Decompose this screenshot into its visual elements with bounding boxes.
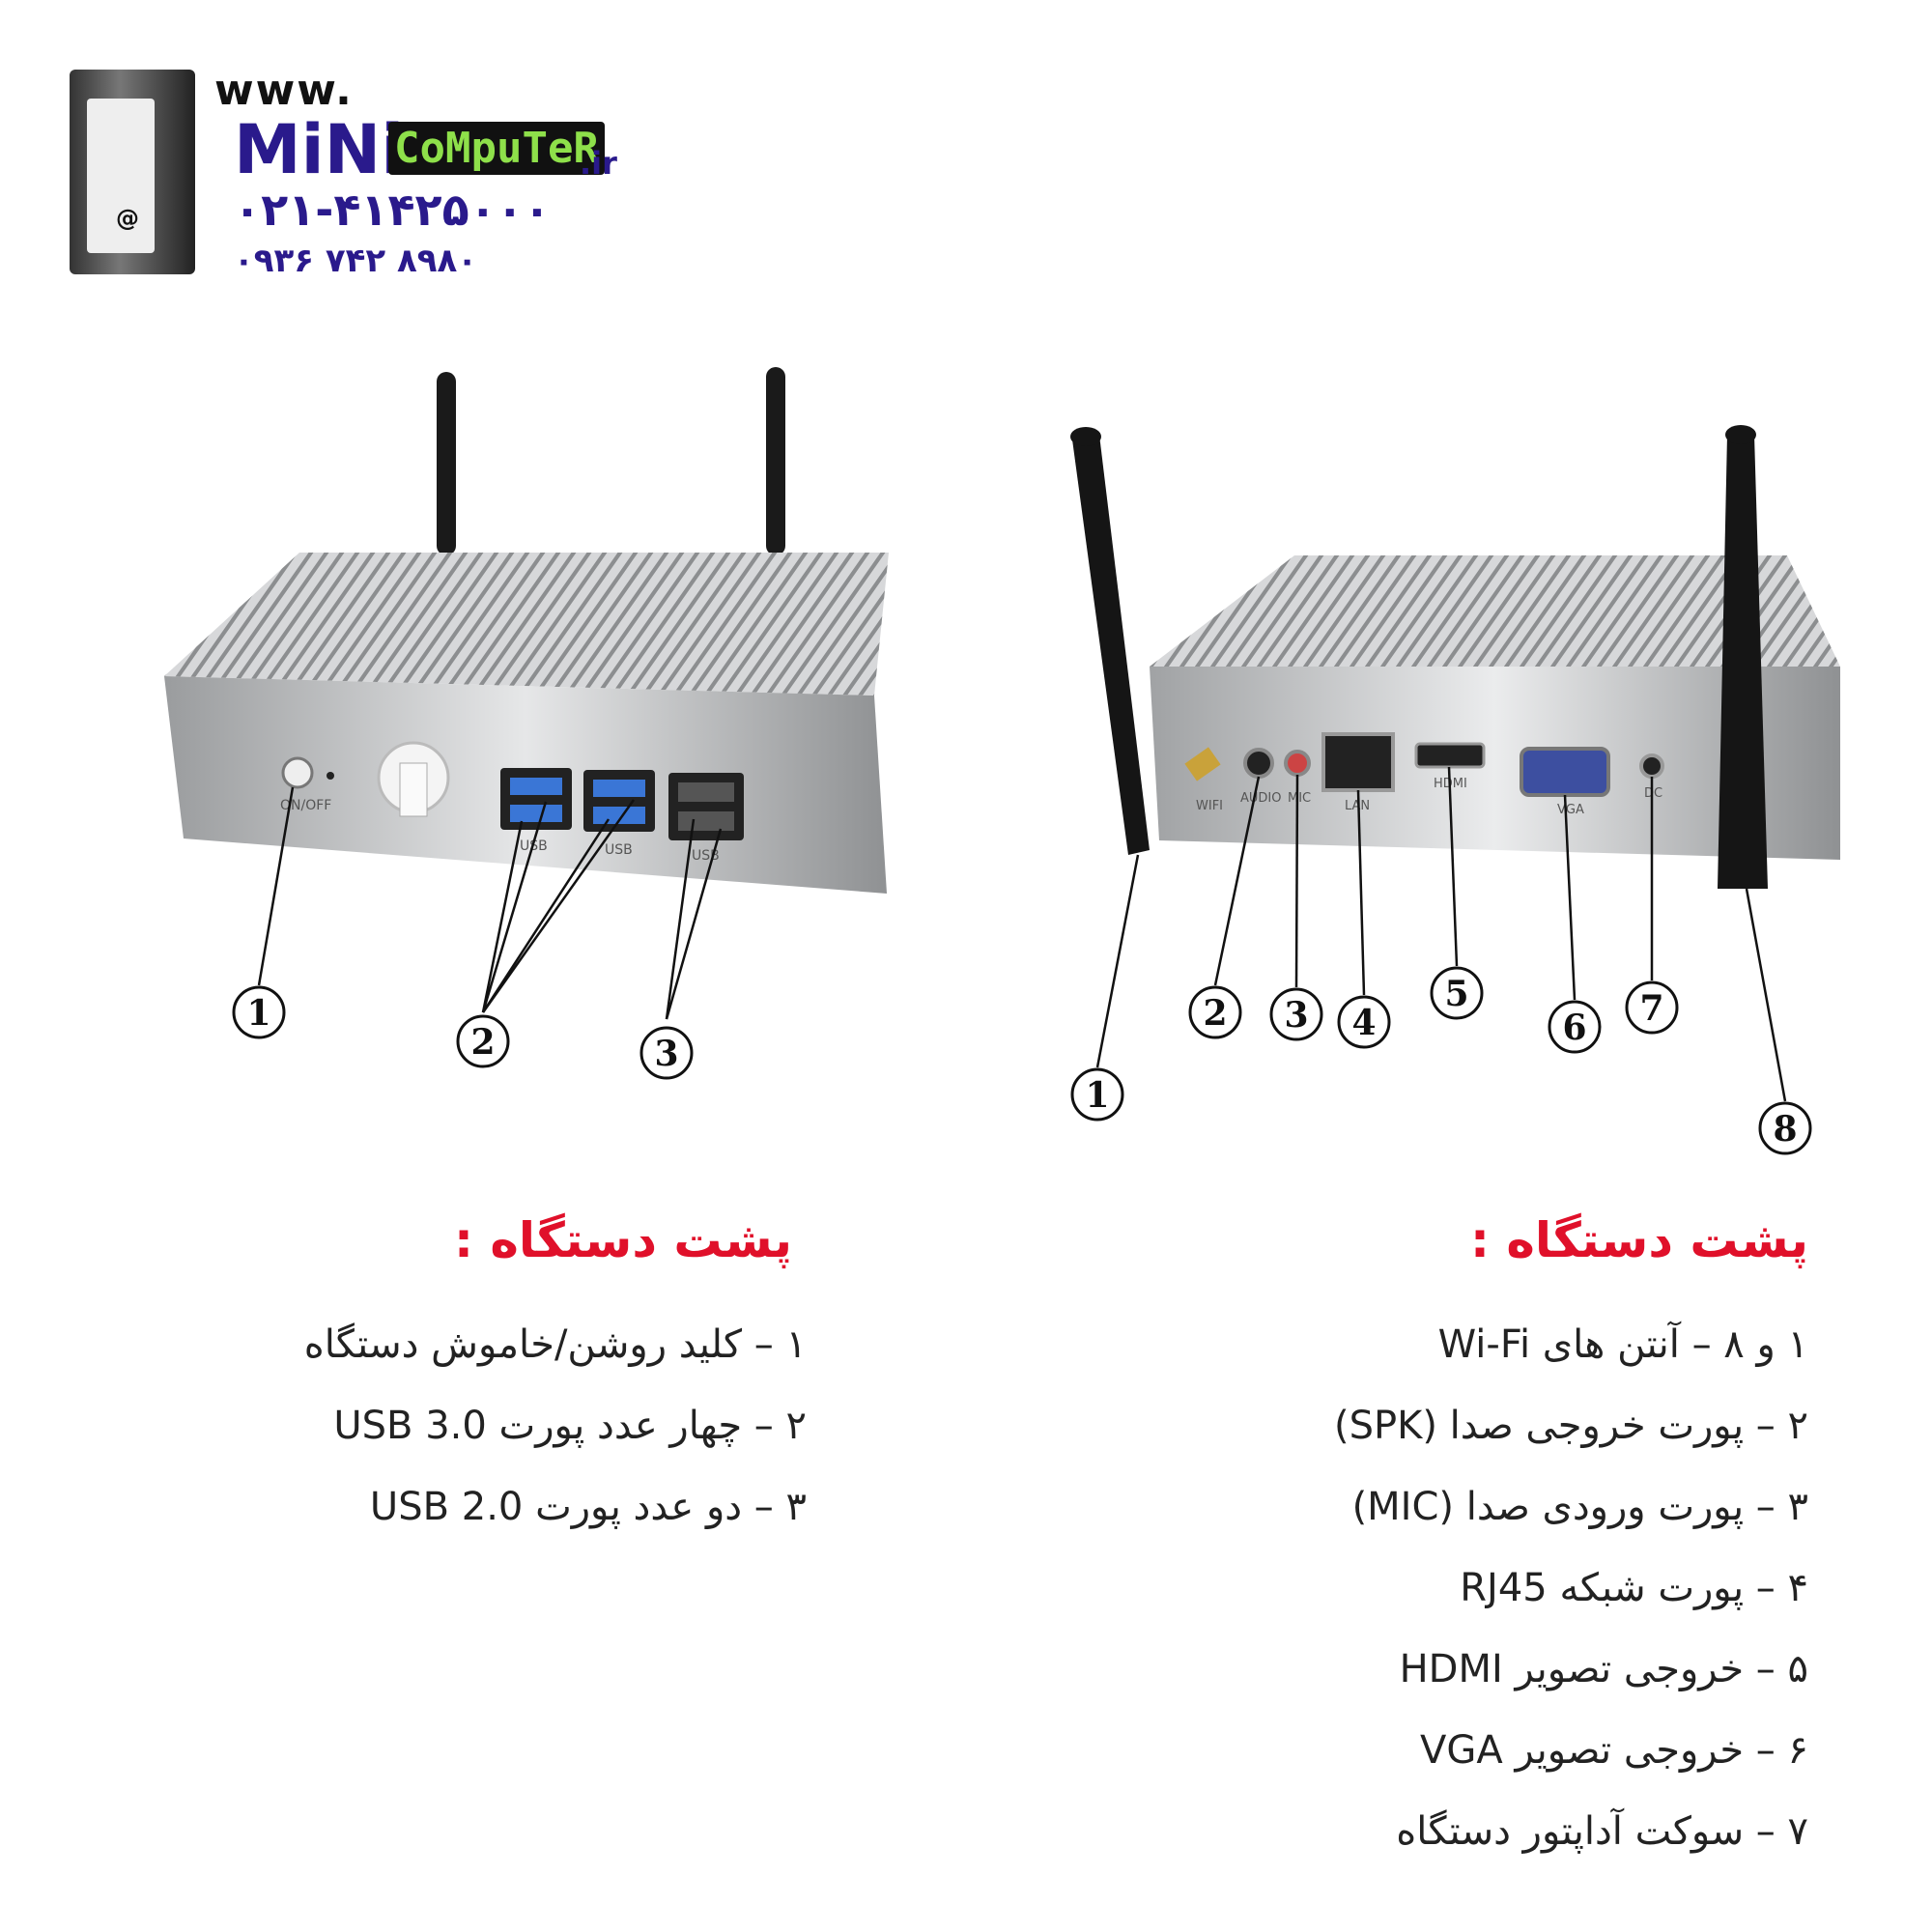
list-item: ۱ – کلید روشن/خاموش دستگاه bbox=[303, 1322, 807, 1367]
logo-computer: CoMpuTeR bbox=[388, 122, 605, 175]
list-item: ۵ – خروجی تصویر HDMI bbox=[1399, 1647, 1808, 1691]
antenna-right bbox=[766, 367, 785, 555]
antenna-left bbox=[1072, 435, 1150, 855]
callout-back-6: 6 bbox=[1548, 1000, 1602, 1054]
audio-label: AUDIO bbox=[1240, 791, 1282, 806]
callout-back-4: 4 bbox=[1337, 995, 1391, 1049]
svg-text:5: 5 bbox=[1444, 974, 1468, 1014]
dc-label: DC bbox=[1644, 786, 1662, 801]
list-item: ۳ – دو عدد پورت USB 2.0 bbox=[369, 1485, 807, 1529]
logo-www: www. bbox=[214, 66, 354, 115]
svg-text:2: 2 bbox=[1203, 993, 1227, 1034]
power-label: ON/OFF bbox=[280, 798, 331, 813]
antenna-left bbox=[437, 372, 456, 555]
dc-port bbox=[1639, 753, 1664, 779]
brand-logo: @ www. MiNi CoMpuTeR .ir ۰۲۱-۴۱۴۲۵۰۰۰ ۰۹… bbox=[70, 66, 649, 292]
svg-text:7: 7 bbox=[1639, 988, 1663, 1029]
front-device-diagram: ON/OFF USB USB USB 1 2 bbox=[164, 367, 889, 1080]
callout-front-2: 2 bbox=[456, 1014, 510, 1068]
list-item: ۶ – خروجی تصویر VGA bbox=[1420, 1728, 1808, 1773]
back-case-top bbox=[1150, 555, 1840, 667]
callout-front-3: 3 bbox=[639, 1026, 694, 1080]
callout-back-2: 2 bbox=[1188, 985, 1242, 1039]
power-led bbox=[327, 772, 334, 780]
list-item: ۳ – پورت ورودی صدا (MIC) bbox=[1351, 1485, 1808, 1529]
vga-label: VGA bbox=[1557, 803, 1584, 817]
antenna-right bbox=[1718, 435, 1768, 889]
mic-port bbox=[1284, 750, 1311, 777]
list-item: ۱ و ۸ – آنتن های Wi-Fi bbox=[1437, 1322, 1808, 1367]
back-device-diagram: WIFI AUDIO MIC LAN HDMI VGA DC 1 2 3 4 5 bbox=[1070, 425, 1840, 1155]
svg-text:3: 3 bbox=[1284, 995, 1308, 1036]
list-item: ۷ – سوکت آداپتور دستگاه bbox=[1396, 1809, 1808, 1854]
callout-back-8: 8 bbox=[1758, 1101, 1812, 1155]
leader-lines-back bbox=[1095, 766, 1787, 1102]
usb2-port-group bbox=[668, 773, 744, 840]
front-port-list: ۱ – کلید روشن/خاموش دستگاه ۲ – چهار عدد … bbox=[304, 1304, 807, 1548]
callout-front-1: 1 bbox=[232, 985, 286, 1039]
hdmi-port bbox=[1414, 742, 1486, 769]
wifi-connector bbox=[1184, 747, 1221, 781]
callout-back-1: 1 bbox=[1070, 1067, 1124, 1122]
usb-label-2: USB bbox=[605, 842, 633, 858]
svg-text:1: 1 bbox=[1085, 1075, 1109, 1116]
list-item: ۴ – پورت شبکه RJ45 bbox=[1460, 1566, 1808, 1610]
device-logo-icon bbox=[377, 741, 450, 817]
list-item: ۲ – چهار عدد پورت USB 3.0 bbox=[333, 1404, 807, 1448]
vga-port bbox=[1520, 747, 1610, 797]
logo-mark-icon: @ bbox=[70, 70, 195, 274]
svg-text:1: 1 bbox=[246, 993, 270, 1034]
logo-phone-main: ۰۲۱-۴۱۴۲۵۰۰۰ bbox=[234, 184, 551, 236]
case-top bbox=[164, 553, 889, 696]
wifi-label: WIFI bbox=[1196, 799, 1223, 813]
svg-text:3: 3 bbox=[654, 1034, 678, 1074]
callout-back-7: 7 bbox=[1625, 980, 1679, 1035]
logo-phone-mobile: ۰۹۳۶ ۷۴۲ ۸۹۸۰ bbox=[234, 242, 477, 280]
usb3-port-group-2 bbox=[583, 770, 655, 832]
back-heading: پشت دستگاه : bbox=[1470, 1212, 1808, 1268]
svg-text:2: 2 bbox=[470, 1022, 495, 1063]
usb3-port-group-1 bbox=[500, 768, 572, 830]
front-heading: پشت دستگاه : bbox=[454, 1212, 792, 1268]
leader-lines-front bbox=[257, 786, 723, 1020]
svg-text:6: 6 bbox=[1562, 1008, 1586, 1048]
callout-back-5: 5 bbox=[1430, 966, 1484, 1020]
logo-mini: MiNi bbox=[234, 110, 405, 189]
logo-tld: .ir bbox=[580, 145, 617, 182]
mic-label: MIC bbox=[1288, 791, 1311, 806]
back-port-list: ۱ و ۸ – آنتن های Wi-Fi ۲ – پورت خروجی صد… bbox=[1334, 1304, 1808, 1872]
svg-text:4: 4 bbox=[1351, 1003, 1376, 1043]
power-button[interactable] bbox=[281, 756, 314, 789]
audio-port bbox=[1243, 748, 1274, 779]
lan-port bbox=[1321, 732, 1395, 792]
svg-text:8: 8 bbox=[1773, 1109, 1797, 1150]
list-item: ۲ – پورت خروجی صدا (SPK) bbox=[1333, 1404, 1808, 1448]
callout-back-3: 3 bbox=[1269, 987, 1323, 1041]
back-case-face bbox=[1150, 667, 1840, 860]
lan-label: LAN bbox=[1345, 799, 1370, 813]
